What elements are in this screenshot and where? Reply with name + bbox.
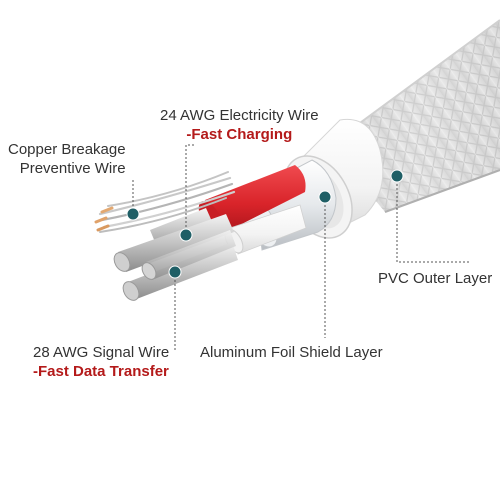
leader-lines	[132, 144, 470, 350]
marker-dots	[126, 169, 404, 279]
signal-wire-name: 28 AWG Signal Wire	[33, 344, 170, 361]
marker-copper	[126, 207, 140, 221]
leader-pvc	[396, 176, 470, 263]
signal-conductors	[113, 214, 238, 301]
marker-pvc	[390, 169, 404, 183]
marker-foil	[318, 190, 332, 204]
copper-strands	[94, 171, 236, 233]
electricity-wire-name: 24 AWG Electricity Wire	[160, 107, 319, 124]
label-pvc-layer: PVC Outer Layer	[378, 269, 492, 288]
foil-shield-name: Aluminum Foil Shield Layer	[200, 344, 383, 361]
copper-wire-name-1: Copper Breakage	[8, 141, 126, 158]
marker-electricity	[179, 228, 193, 242]
copper-wire-name-2: Preventive Wire	[19, 160, 126, 177]
label-electricity-wire: 24 AWG Electricity Wire -Fast Charging	[160, 106, 319, 144]
label-copper-wire: Copper Breakage Preventive Wire	[8, 140, 126, 178]
marker-signal	[168, 265, 182, 279]
leader-electricity	[185, 144, 196, 235]
label-foil-shield: Aluminum Foil Shield Layer	[200, 343, 383, 362]
label-signal-wire: 28 AWG Signal Wire -Fast Data Transfer	[33, 343, 169, 381]
pvc-layer-name: PVC Outer Layer	[378, 270, 493, 287]
signal-wire-feature: -Fast Data Transfer	[33, 363, 169, 380]
electricity-wire-feature: -Fast Charging	[186, 126, 293, 143]
